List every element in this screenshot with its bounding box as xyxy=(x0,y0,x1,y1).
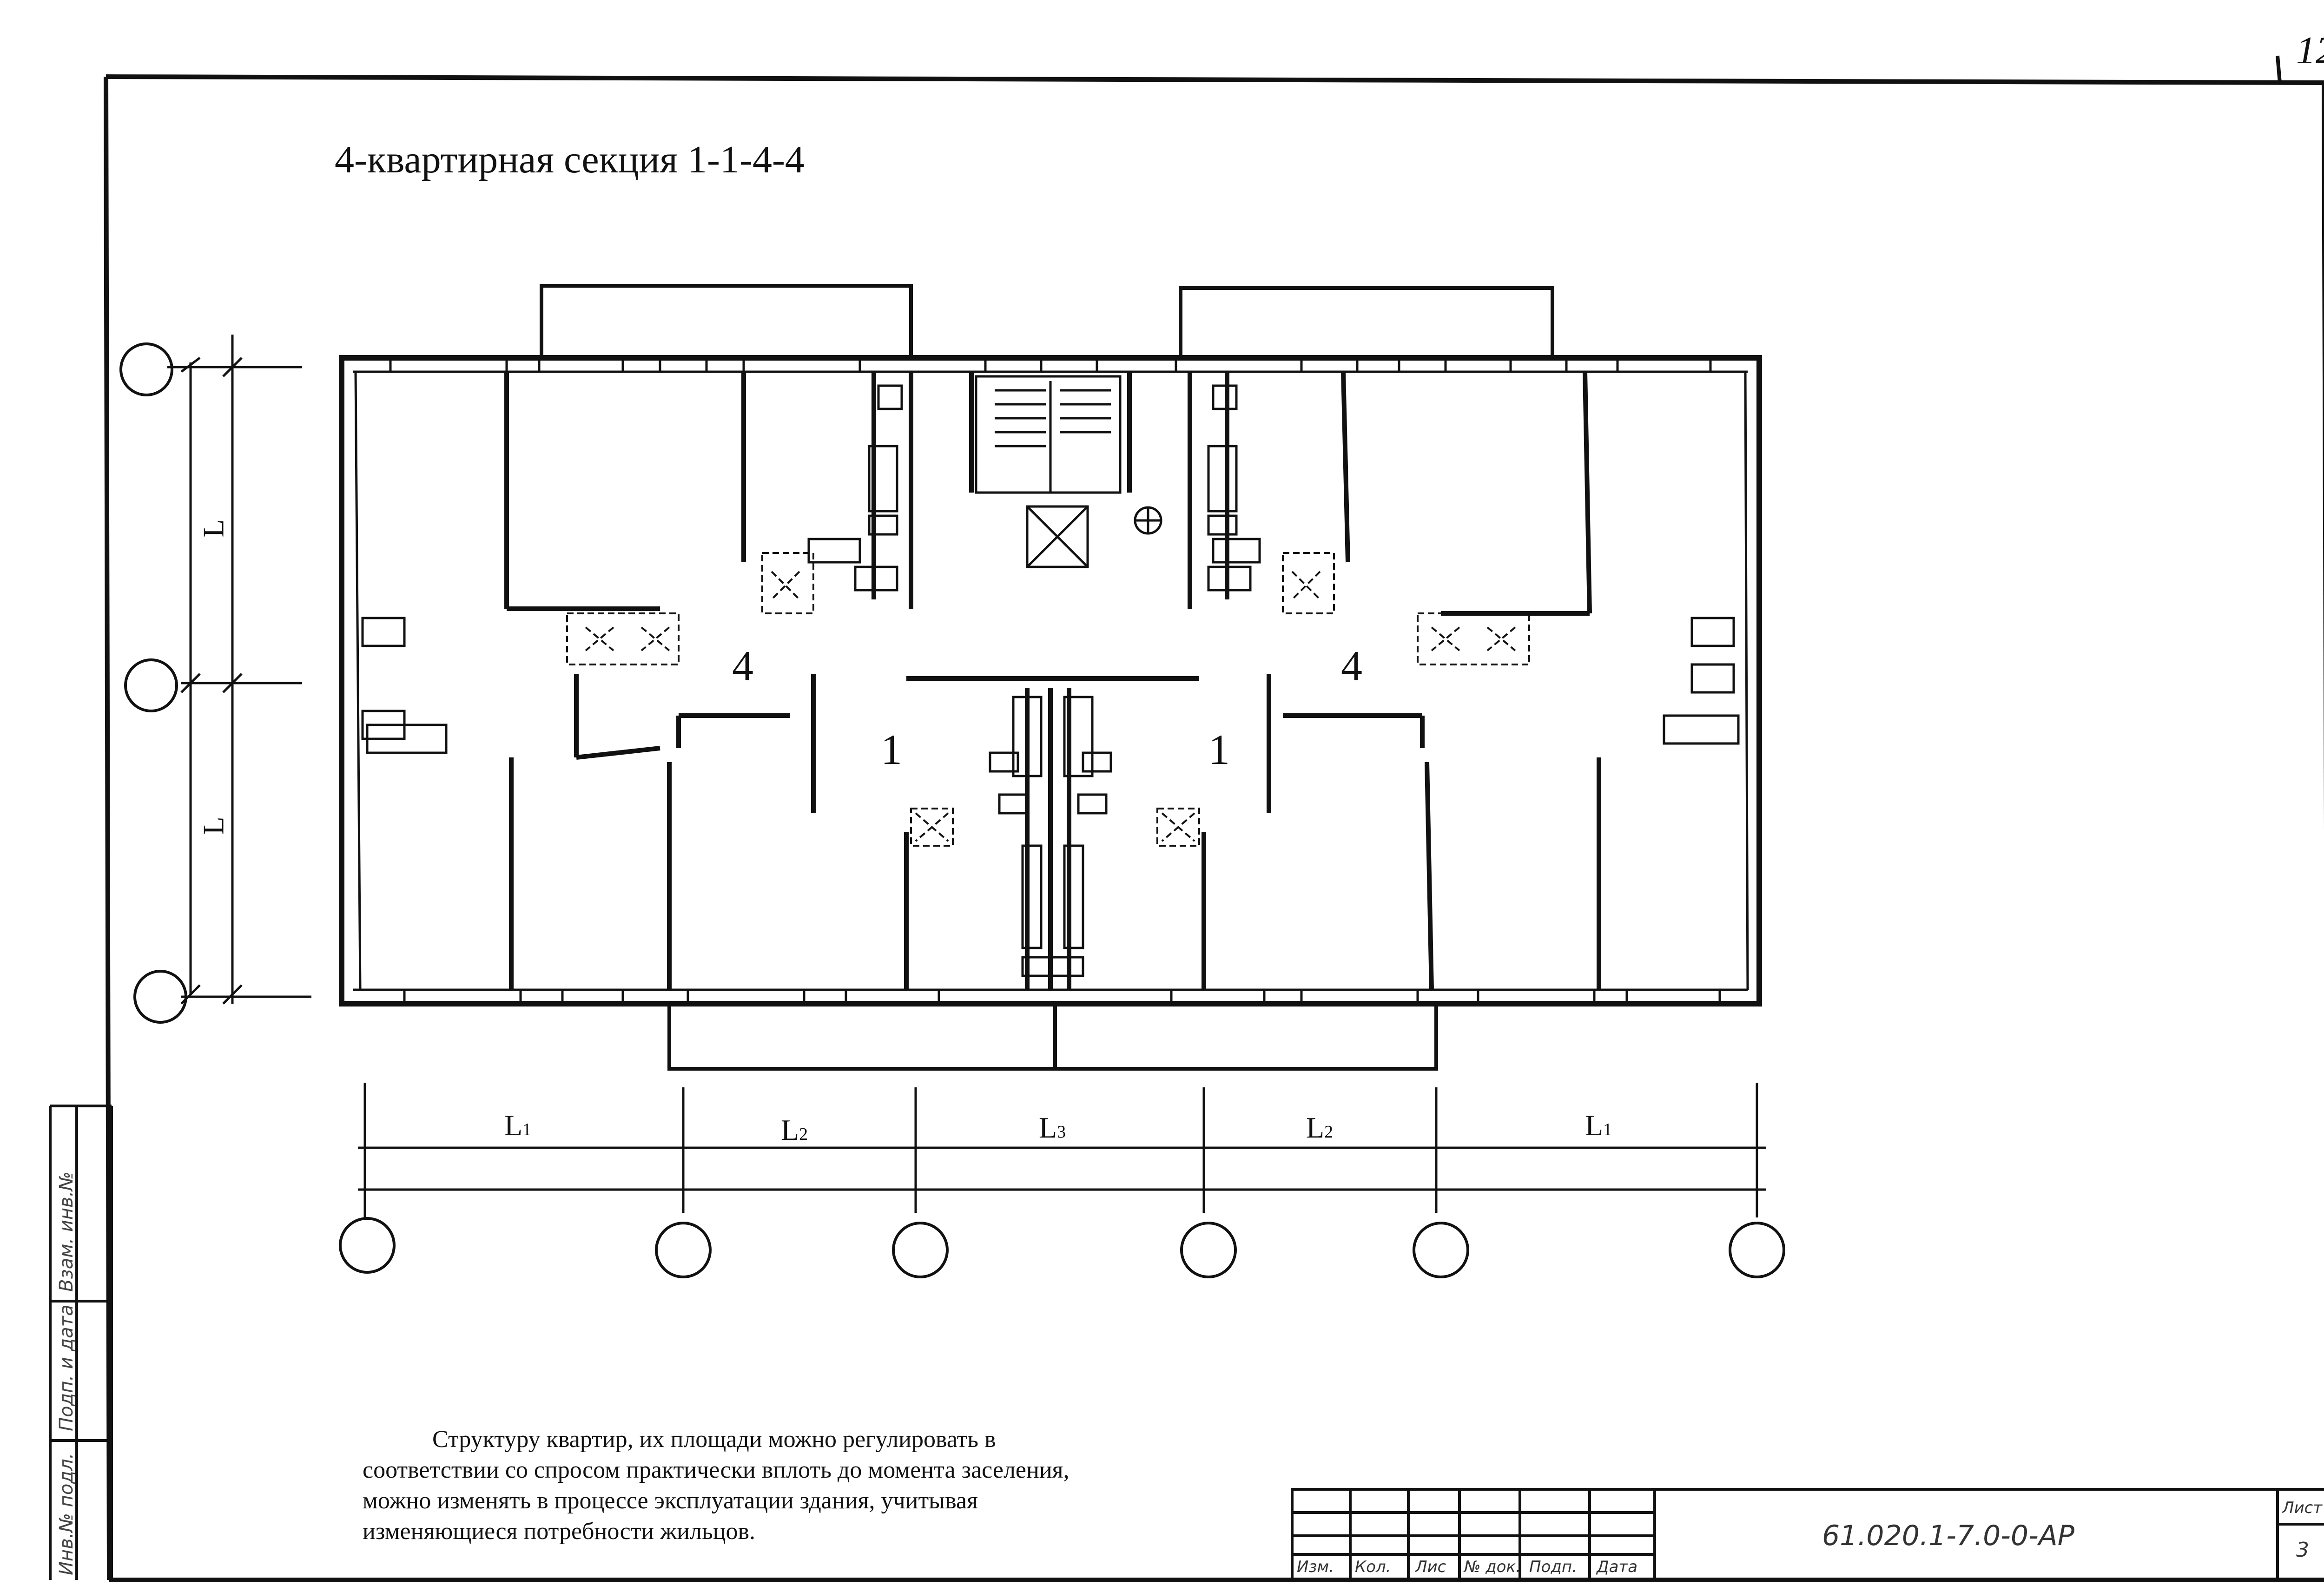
outer-wall-inner-left xyxy=(354,371,362,990)
bottom-balcony-left xyxy=(667,1004,1057,1071)
horizontal-dim-label-1: L1 xyxy=(504,1109,532,1142)
room-label-right-1: 1 xyxy=(1208,726,1230,773)
horizontal-dim-label-4: L2 xyxy=(1306,1111,1334,1144)
room-label-left-4: 4 xyxy=(732,642,753,690)
room-label-right-4: 4 xyxy=(1341,642,1362,690)
axis-circles-vertical xyxy=(119,342,187,1024)
room-label-left-1: 1 xyxy=(881,726,902,773)
document-code: 61.020.1-7.0-0-АР xyxy=(1822,1520,2074,1552)
note-line-2: соответствии со спросом практически впло… xyxy=(363,1457,1070,1483)
side-stamp-replace: Взам. инв.№ xyxy=(56,1171,77,1292)
frame-left xyxy=(104,76,112,1580)
horizontal-dim-label-3: L3 xyxy=(1039,1111,1066,1144)
horizontal-dim-label-5: L1 xyxy=(1585,1109,1612,1142)
fixtures xyxy=(361,384,1740,977)
note-line-1: Структуру квартир, их площади можно регу… xyxy=(432,1426,996,1453)
tb-sheet-label: Лист xyxy=(2282,1499,2323,1517)
vertical-dim-label-2: L xyxy=(197,816,230,835)
side-stamp-sign: Подп. и дата xyxy=(56,1304,77,1431)
tb-col-data: Дата xyxy=(1597,1558,1638,1576)
vent-shafts xyxy=(566,552,1530,847)
axis-circles-horizontal xyxy=(339,1217,1785,1278)
vertical-dimension xyxy=(167,335,311,1005)
windows-top xyxy=(389,356,1712,373)
tb-sheet-number: 3 xyxy=(2296,1538,2309,1562)
side-stamp-inv: Инв.№ подл. xyxy=(56,1453,77,1575)
tb-col-doc: № док. xyxy=(1464,1558,1521,1576)
windows-bottom xyxy=(403,988,1721,1005)
explanatory-note: Структуру квартир, их площади можно регу… xyxy=(363,1424,1246,1547)
tb-col-kol: Кол. xyxy=(1355,1558,1391,1576)
staircase xyxy=(975,375,1162,568)
tb-col-podp: Подп. xyxy=(1529,1558,1577,1576)
corner-mark xyxy=(2276,55,2282,83)
tb-col-izm: Изм. xyxy=(1297,1558,1334,1576)
horizontal-dim-label-2: L2 xyxy=(781,1113,808,1146)
page-number: 12 xyxy=(2296,29,2324,72)
drawing-title: 4-квартирная секция 1-1-4-4 xyxy=(335,138,805,181)
horizontal-dimension xyxy=(358,1083,1766,1217)
bottom-balcony-right xyxy=(1053,1004,1438,1071)
interior-walls xyxy=(504,371,1601,990)
outer-wall xyxy=(339,355,1762,1007)
frame-top xyxy=(106,74,2324,85)
note-line-3: можно изменять в процессе эксплуатации з… xyxy=(363,1487,978,1514)
top-balcony-right xyxy=(1179,286,1554,358)
top-balcony-left xyxy=(540,284,913,358)
vertical-dim-label-1: L xyxy=(197,519,230,538)
note-line-4: изменяющиеся потребности жильцов. xyxy=(363,1518,756,1545)
side-stamp-grid xyxy=(49,1105,113,1580)
title-block xyxy=(1291,1488,2324,1581)
tb-col-list: Лис xyxy=(1415,1558,1446,1576)
outer-wall-inner-right xyxy=(1744,371,1749,990)
